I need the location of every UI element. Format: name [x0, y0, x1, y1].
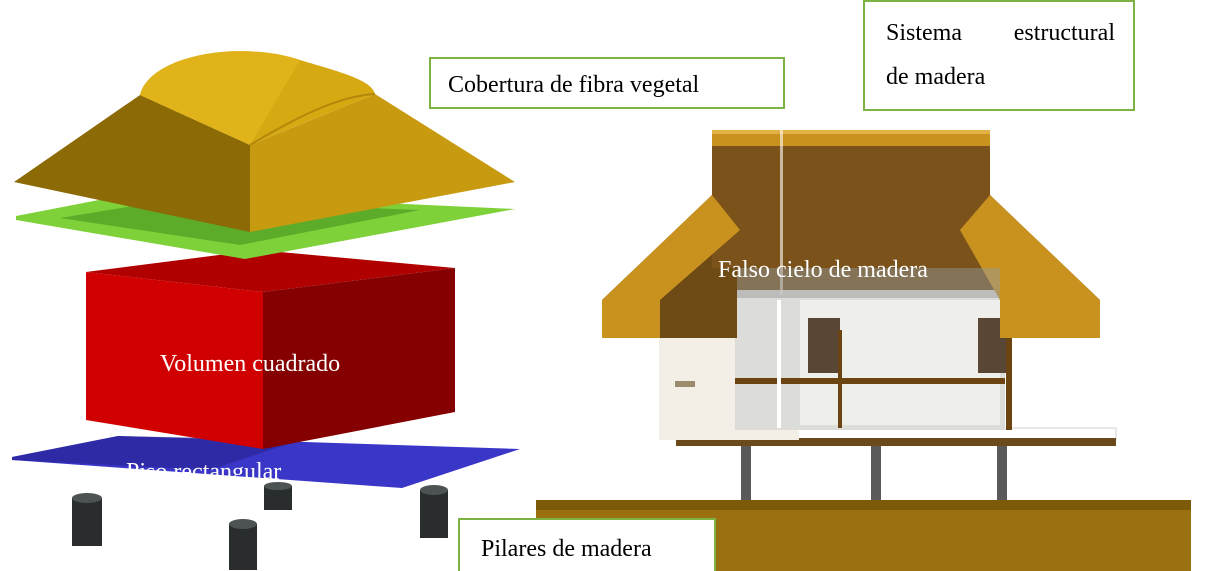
pillar: [229, 519, 257, 570]
pillar: [72, 493, 102, 546]
pillar: [264, 482, 292, 510]
callout-structure-line2: de madera: [886, 64, 986, 90]
callout-pillars: Pilares de madera: [458, 518, 716, 571]
callout-structure: Sistema estructural de madera: [863, 0, 1135, 111]
floor-plate: [12, 436, 520, 488]
volume-box: [86, 250, 455, 449]
pillars: [72, 482, 448, 570]
label-floor: Piso rectangular: [126, 459, 282, 485]
pillar: [420, 485, 448, 538]
callout-cover-text: Cobertura de fibra vegetal: [448, 72, 700, 98]
callout-structure-word1: Sistema: [886, 20, 962, 46]
roof: [14, 51, 515, 232]
callout-pillars-text: Pilares de madera: [481, 536, 652, 562]
callout-cover: Cobertura de fibra vegetal: [429, 57, 785, 109]
label-volume: Volumen cuadrado: [160, 351, 341, 377]
house-rendering: [536, 130, 1191, 571]
label-ceiling: Falso cielo de madera: [718, 257, 928, 283]
callout-structure-word2: estructural: [1013, 20, 1115, 46]
